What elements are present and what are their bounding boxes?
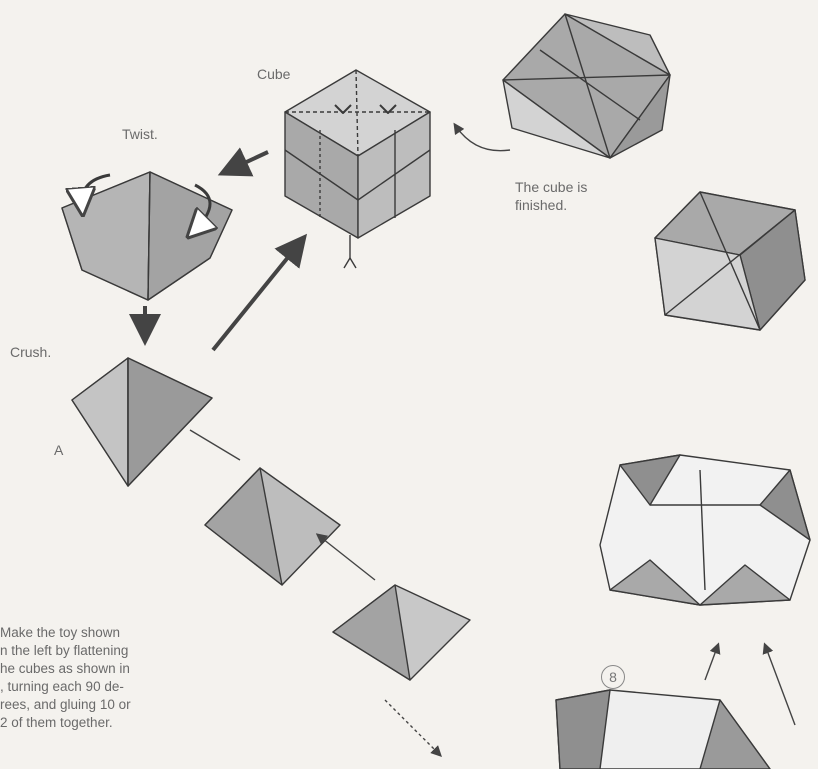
cube-label: Cube <box>257 66 290 82</box>
twist-step <box>62 172 232 300</box>
open-cube <box>600 455 810 605</box>
twist-label: Twist. <box>122 126 158 142</box>
main-cube <box>285 70 430 268</box>
partial-cube-bottom <box>556 690 770 769</box>
instructions-text: Make the toy shown n the left by flatten… <box>0 624 230 732</box>
step-number: 8 <box>601 665 625 689</box>
finished-label: The cube is finished. <box>515 178 587 214</box>
crush-label: Crush. <box>10 344 51 360</box>
finished-cube-top <box>503 14 670 158</box>
flattened-cube-1 <box>205 468 340 585</box>
crush-step <box>72 358 212 486</box>
finished-cube-middle <box>655 192 805 330</box>
flattened-cube-2 <box>333 585 470 680</box>
point-a-label: A <box>54 442 63 458</box>
